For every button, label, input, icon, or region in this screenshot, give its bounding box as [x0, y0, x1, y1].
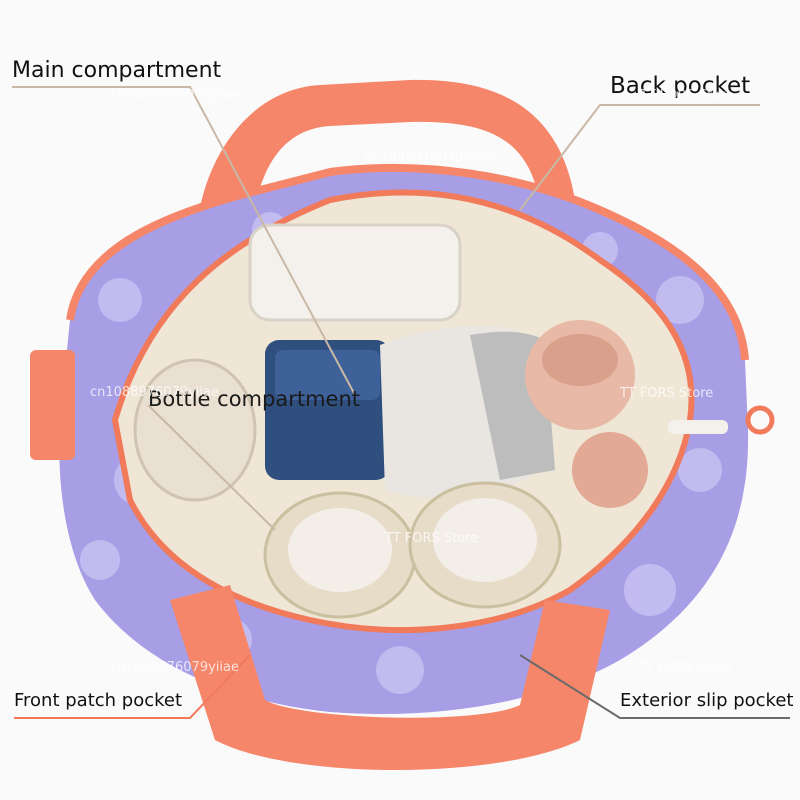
main-compartment-label: Main compartment: [12, 58, 222, 83]
leader-back: [519, 104, 760, 211]
leader-lines: [12, 86, 790, 719]
pacifier-case: [572, 432, 648, 508]
bottle-pocket-left: [133, 358, 257, 502]
back-pocket-label: Back pocket: [610, 73, 751, 99]
bottle-right: [433, 498, 537, 582]
leader-main: [12, 86, 356, 396]
back-handle: [195, 79, 585, 300]
front-handle: [170, 585, 610, 770]
side-strap-left: [30, 350, 75, 460]
diapers: [248, 223, 462, 322]
bottle-compartment-label: Bottle compartment: [148, 387, 360, 411]
front-patch-pocket-label: Front patch pocket: [14, 690, 183, 711]
zipper-pull: [745, 405, 775, 435]
top-piping: [66, 163, 749, 361]
exterior-slip-pocket-label: Exterior slip pocket: [620, 690, 794, 711]
bottle-left: [288, 508, 392, 592]
leader-exterior: [519, 654, 790, 719]
zipper-tab: [668, 420, 728, 434]
leader-bottle: [147, 404, 276, 531]
container-lid: [275, 350, 380, 400]
leader-front: [14, 654, 251, 719]
